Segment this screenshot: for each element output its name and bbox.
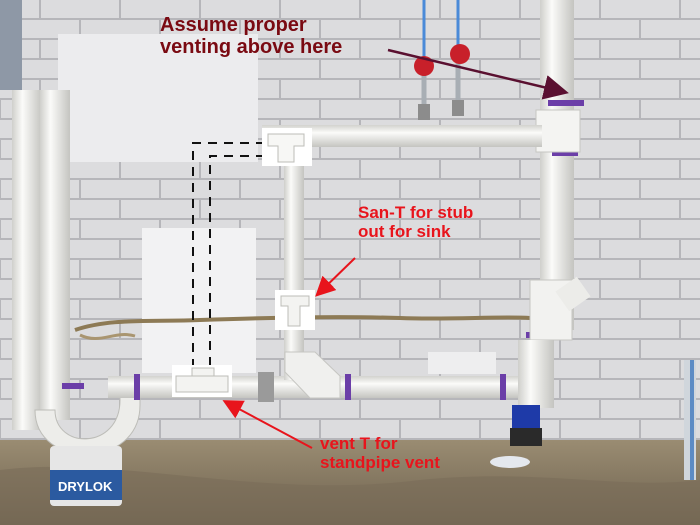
edited-patch [58, 34, 258, 162]
san-t-fitting [280, 295, 310, 327]
primer-ring [345, 374, 351, 400]
paint-bucket-band [50, 470, 122, 500]
annotation-line: Assume proper [160, 14, 307, 36]
primer-ring [62, 383, 84, 389]
wye-branch [555, 276, 591, 312]
vent-t-fitting [175, 367, 229, 393]
elbow-fitting [284, 351, 341, 399]
vent-t-annotation: vent T for standpipe vent [320, 434, 440, 472]
ladder-rail [690, 360, 694, 480]
san-t-annotation: San-T for stub out for sink [358, 203, 473, 241]
right-stack [540, 0, 574, 330]
primer-ring [134, 374, 140, 400]
annotation-line: venting above here [160, 36, 343, 59]
sink-drop-pipe [284, 160, 304, 380]
valve-handle-icon [450, 44, 470, 64]
valve-body [418, 104, 430, 120]
upper-branch [262, 125, 542, 147]
left-standpipe [12, 90, 42, 430]
p-trap [34, 389, 141, 455]
upper-tee-fitting [267, 133, 305, 163]
vent-dashed-line [192, 142, 265, 372]
wall-corner [0, 0, 22, 90]
annotation-line: San-T for stub [358, 203, 474, 222]
venting-arrow [387, 48, 569, 100]
wall-crack-stain [79, 333, 136, 340]
annotation-line: standpipe vent [320, 453, 440, 473]
annotation-line: vent T for [320, 434, 398, 453]
bucket-label: DRYLOK [58, 479, 113, 494]
primer-ring [500, 374, 506, 400]
venting-annotation: Assume proper venting above here [160, 14, 342, 59]
primer-ring [552, 150, 578, 156]
cleanout-coupling [512, 405, 540, 429]
san-t-arrow [315, 257, 356, 297]
edited-patch [142, 228, 256, 373]
floor-drain [510, 428, 542, 446]
vent-dashed-line [209, 155, 265, 372]
floor-stain [0, 466, 700, 525]
water-puddle [490, 456, 530, 468]
vent-t-arrow [222, 400, 313, 449]
stack-base [518, 340, 554, 408]
sanitary-tee [535, 109, 581, 153]
annotation-line: out for sink [358, 222, 451, 242]
left-vertical-pipe [40, 90, 70, 420]
edited-patch [428, 352, 496, 374]
primer-ring [548, 100, 584, 106]
pipe-clamp [258, 372, 274, 402]
valve-body [452, 100, 464, 116]
